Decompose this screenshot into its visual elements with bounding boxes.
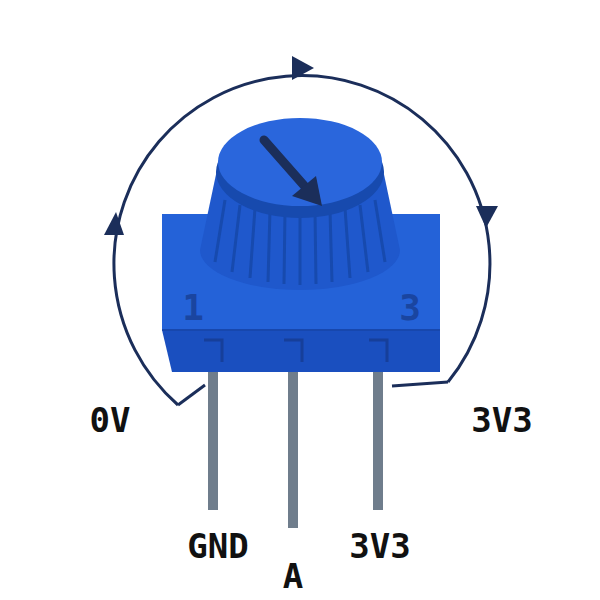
- rotation-arc-end: [178, 385, 205, 405]
- pin-number: 3: [399, 290, 421, 326]
- arc-arrowhead: [104, 212, 124, 235]
- voltage-label: 3V3: [471, 403, 532, 437]
- pin: [288, 345, 298, 528]
- pin-name: A: [283, 559, 303, 593]
- pin-number: 1: [182, 290, 204, 326]
- rotation-arc-end: [392, 382, 448, 386]
- arc-arrowhead: [292, 56, 314, 80]
- pin-name: GND: [187, 529, 248, 563]
- arc-arrowhead: [476, 206, 498, 228]
- body-front: [162, 330, 440, 372]
- voltage-label: 0V: [90, 403, 131, 437]
- pin-name: 3V3: [349, 529, 410, 563]
- knob-top: [218, 118, 382, 206]
- rotation-arc: [114, 76, 490, 405]
- knob-arrow: [264, 140, 308, 190]
